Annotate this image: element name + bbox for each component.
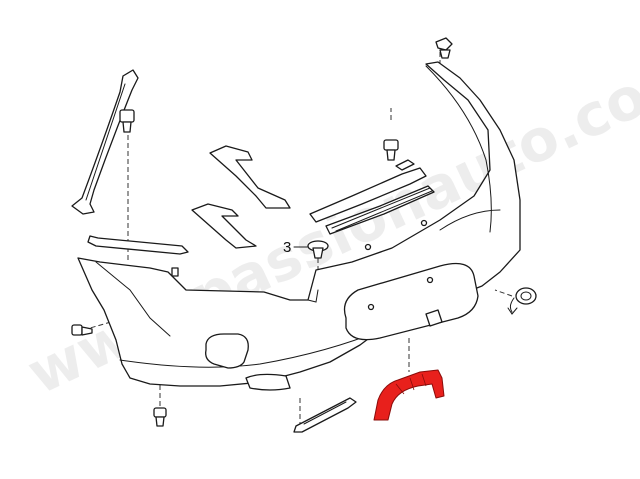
top-bolt <box>383 139 399 161</box>
tow-hook-cover <box>507 287 537 315</box>
screw-callout-group: 3 <box>283 239 329 259</box>
left-side-bolt <box>71 324 93 336</box>
lower-trim-strip <box>293 397 357 433</box>
bottom-left-bolt <box>153 407 167 427</box>
top-right-clip <box>435 37 453 59</box>
upper-grille-strip <box>309 159 435 235</box>
callout-label: 3 <box>283 239 291 256</box>
left-mounting-strap <box>71 69 139 215</box>
left-molding-strips <box>87 145 291 255</box>
highlighted-lower-bracket <box>373 369 445 421</box>
rear-bumper-cover <box>77 61 521 391</box>
